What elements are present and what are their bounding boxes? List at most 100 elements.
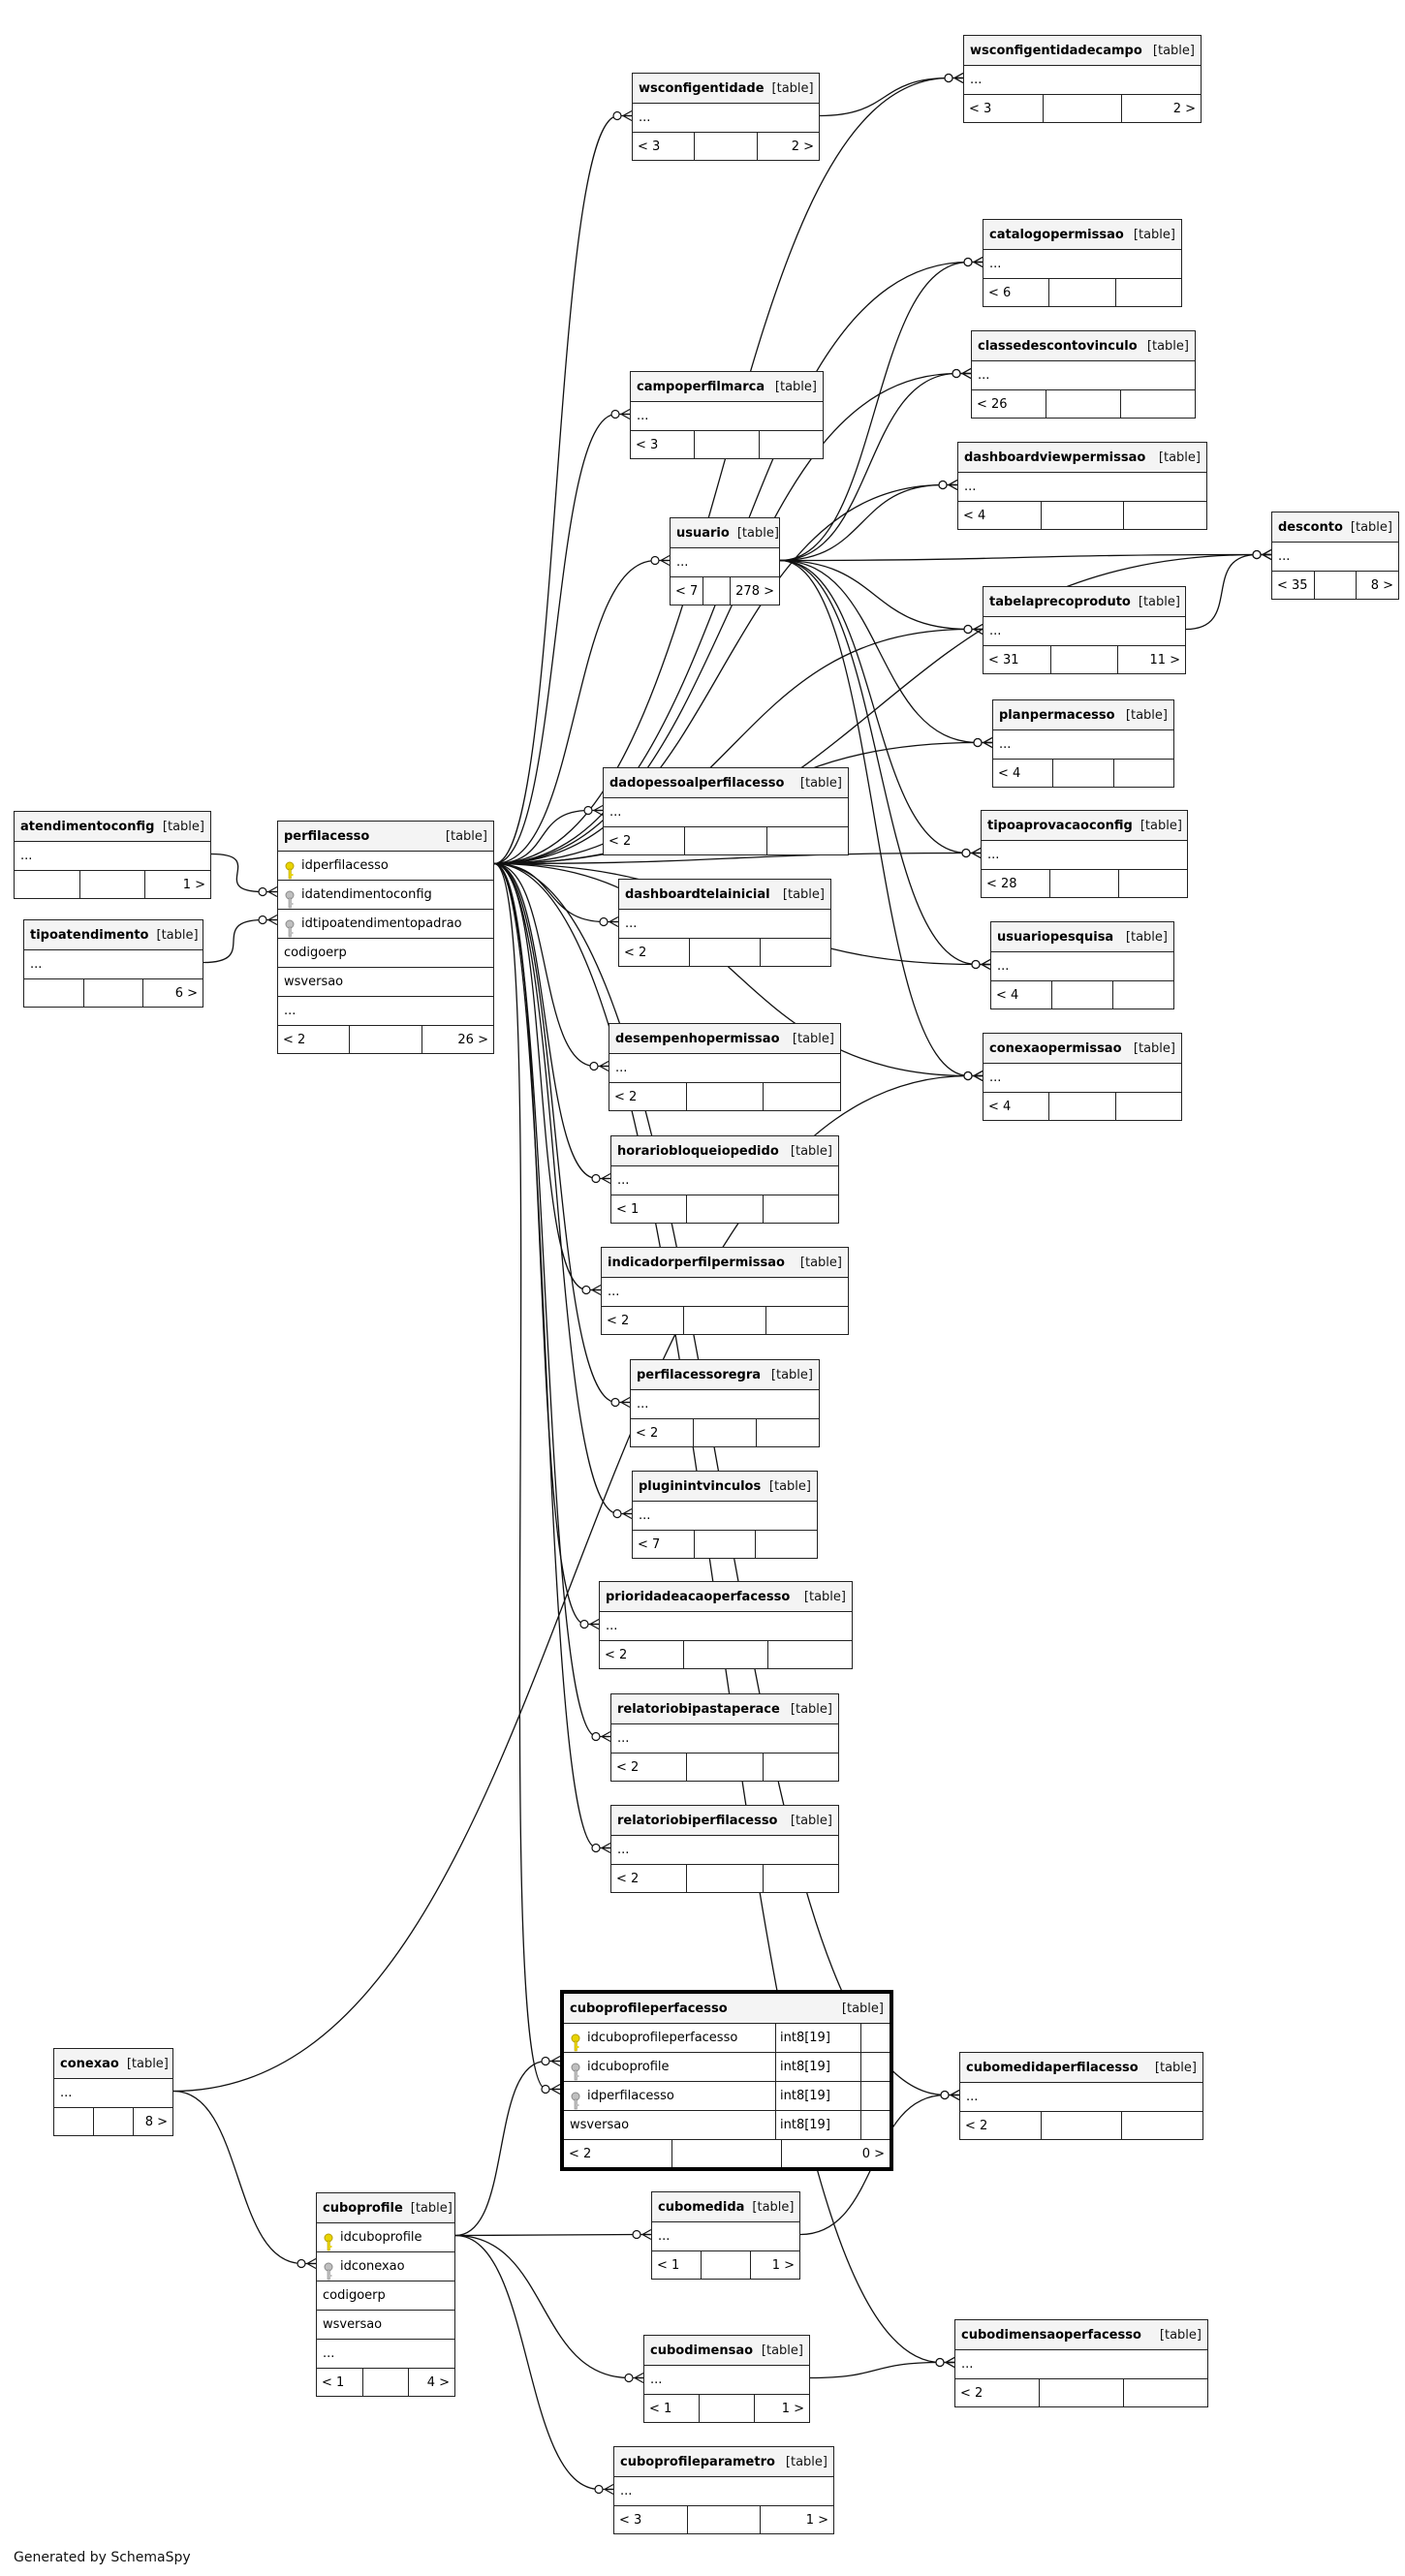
column-row: idperfilacesso <box>278 852 493 881</box>
table-header: planpermacesso[table] <box>993 700 1173 730</box>
more-columns-row: ... <box>644 2366 809 2395</box>
table-conexaopermissao[interactable]: conexaopermissao[table]...< 4 <box>983 1033 1182 1121</box>
spacer-cell <box>699 2395 754 2422</box>
table-atendimentoconfig[interactable]: atendimentoconfig[table]...1 > <box>14 811 211 899</box>
relationship-counts: < 2 <box>611 1865 838 1892</box>
table-cubodimensaoperfacesso[interactable]: cubodimensaoperfacesso[table]...< 2 <box>954 2319 1208 2407</box>
relationship-usuario-desconto <box>779 548 1272 562</box>
relationship-counts: < 2 <box>609 1083 840 1110</box>
table-type: [table] <box>770 1367 813 1382</box>
children-count <box>1112 981 1173 1009</box>
generated-by-footer: Generated by SchemaSpy <box>14 2550 191 2565</box>
children-count <box>758 431 823 458</box>
table-tipoaprovacaoconfig[interactable]: tipoaprovacaoconfig[table]...< 28 <box>981 810 1188 898</box>
children-count <box>762 1865 838 1892</box>
column-name: idperfilacesso <box>587 2089 674 2103</box>
table-name: dashboardviewpermissao <box>964 450 1146 465</box>
spacer-cell <box>1051 981 1112 1009</box>
column-row: idcuboprofile <box>317 2223 454 2252</box>
column-row: idatendimentoconfig <box>278 881 493 910</box>
table-name: planpermacesso <box>999 707 1115 723</box>
spacer-cell <box>1049 870 1118 897</box>
table-dashboardtelainicial[interactable]: dashboardtelainicial[table]...< 2 <box>618 879 831 967</box>
ellipsis: ... <box>650 2373 663 2387</box>
relationship-wsconfigentidade-wsconfigentidadecampo <box>819 72 964 117</box>
table-usuariopesquisa[interactable]: usuariopesquisa[table]...< 4 <box>990 921 1174 1009</box>
table-header: indicadorperfilpermissao[table] <box>602 1248 848 1278</box>
table-perfilacessoregra[interactable]: perfilacessoregra[table]...< 2 <box>630 1359 820 1447</box>
parents-count: < 2 <box>614 1089 638 1104</box>
table-header: wsconfigentidade[table] <box>633 74 819 104</box>
column-name: idperfilacesso <box>301 858 389 873</box>
relationship-cuboprofile-cubodimensao <box>454 2234 644 2384</box>
ellipsis: ... <box>989 257 1002 271</box>
column-name: wsversao <box>570 2118 630 2132</box>
table-desempenhopermissao[interactable]: desempenhopermissao[table]...< 2 <box>609 1023 841 1111</box>
table-dadopessoalperfilacesso[interactable]: dadopessoalperfilacesso[table]...< 2 <box>603 767 849 855</box>
column-row: wsversao <box>278 968 493 997</box>
parents-count: < 2 <box>283 1032 306 1047</box>
table-conexao[interactable]: conexao[table]...8 > <box>53 2048 173 2136</box>
table-type: [table] <box>1133 1040 1175 1056</box>
ellipsis: ... <box>20 849 33 863</box>
primary-key-icon <box>285 861 295 880</box>
children-count: 6 > <box>142 979 203 1007</box>
ellipsis: ... <box>323 2346 335 2361</box>
spacer-cell <box>685 1083 764 1110</box>
more-columns-row: ... <box>631 1390 819 1419</box>
children-count: 1 > <box>750 2251 799 2279</box>
parents-count <box>15 871 79 898</box>
table-header: dadopessoalperfilacesso[table] <box>604 768 848 798</box>
column-row: codigoerp <box>317 2281 454 2311</box>
table-tipoatendimento[interactable]: tipoatendimento[table]...6 > <box>23 919 203 1008</box>
relationship-perfilacesso-prioridadeacaoperfacesso <box>493 862 600 1630</box>
spacer-cell <box>694 431 758 458</box>
table-campoperfilmarca[interactable]: campoperfilmarca[table]...< 3 <box>630 371 824 459</box>
spacer-cell <box>693 1419 756 1446</box>
relationship-perfilacesso-cuboprofileperfacesso <box>493 862 561 2095</box>
table-name: catalogopermissao <box>989 227 1124 242</box>
table-relatoriobipastaperace[interactable]: relatoriobipastaperace[table]...< 2 <box>610 1693 839 1782</box>
table-header: usuario[table] <box>671 518 779 548</box>
relationship-atendimentoconfig-perfilacesso <box>210 853 278 898</box>
table-horariobloqueiopedido[interactable]: horariobloqueiopedido[table]...< 1 <box>610 1135 839 1224</box>
ellipsis: ... <box>620 2484 633 2498</box>
relationship-usuario-dashboardviewpermissao <box>779 479 958 562</box>
relationship-perfilacesso-dadopessoalperfilacesso <box>493 804 604 865</box>
table-type: [table] <box>1159 2327 1202 2343</box>
table-indicadorperfilpermissao[interactable]: indicadorperfilpermissao[table]...< 2 <box>601 1247 849 1335</box>
ellipsis: ... <box>966 2090 979 2104</box>
table-catalogopermissao[interactable]: catalogopermissao[table]...< 6 <box>983 219 1182 307</box>
table-type: [table] <box>752 2199 795 2215</box>
table-type: [table] <box>156 927 199 943</box>
more-columns-row: ... <box>972 361 1195 390</box>
table-prioridadeacaoperfacesso[interactable]: prioridadeacaoperfacesso[table]...< 2 <box>599 1581 853 1669</box>
table-name: wsconfigentidadecampo <box>970 43 1142 58</box>
table-cubomedidaperfilacesso[interactable]: cubomedidaperfilacesso[table]...< 2 <box>959 2052 1203 2140</box>
table-header: dashboardviewpermissao[table] <box>958 443 1206 473</box>
table-dashboardviewpermissao[interactable]: dashboardviewpermissao[table]...< 4 <box>957 442 1207 530</box>
parents-count: < 28 <box>986 876 1017 891</box>
table-planpermacesso[interactable]: planpermacesso[table]...< 4 <box>992 699 1174 788</box>
relationship-perfilacesso-indicadorperfilpermissao <box>493 862 602 1296</box>
table-relatoriobiperfilacesso[interactable]: relatoriobiperfilacesso[table]...< 2 <box>610 1805 839 1893</box>
parents-count: < 3 <box>638 139 661 154</box>
table-cuboprofileperfacesso[interactable]: cuboprofileperfacesso[table]idcuboprofil… <box>560 1990 893 2171</box>
table-classedescontovinculo[interactable]: classedescontovinculo[table]...< 26 <box>971 330 1196 419</box>
table-pluginintvinculos[interactable]: pluginintvinculos[table]...< 7 <box>632 1471 818 1559</box>
table-header: conexaopermissao[table] <box>984 1034 1181 1064</box>
more-columns-row: ... <box>15 842 210 871</box>
